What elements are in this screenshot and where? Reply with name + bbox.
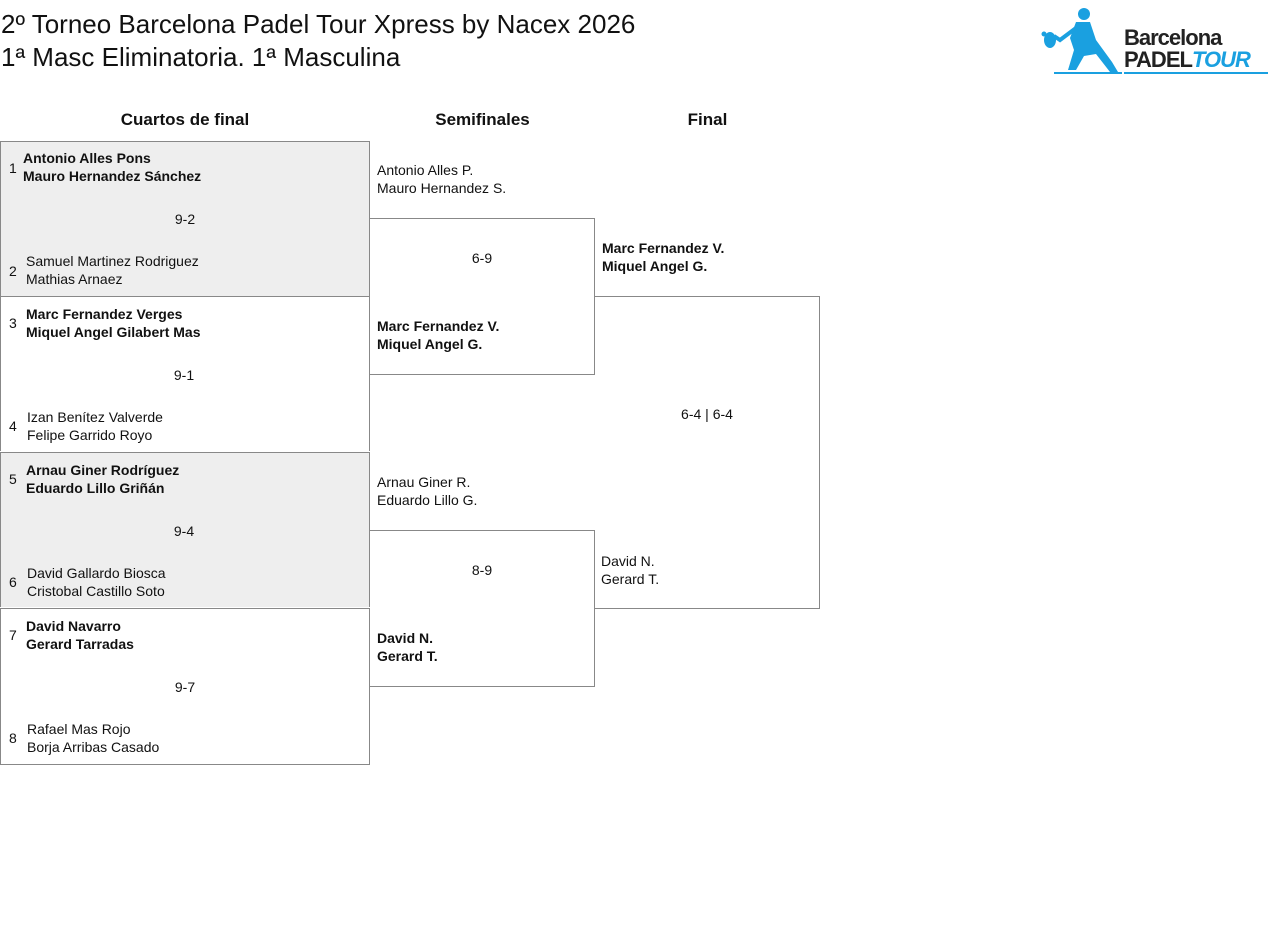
final-team-b: David N.Gerard T. [601, 553, 660, 587]
semifinal-1-team-a: Antonio Alles P.Mauro Hernandez S. [377, 162, 507, 196]
round-header-semifinals: Semifinales [435, 110, 530, 129]
semifinal-2-team-b: David N.Gerard T. [377, 630, 438, 664]
logo-underline [1124, 72, 1268, 74]
padel-player-icon [1041, 8, 1122, 74]
seed-number: 5 [9, 471, 17, 487]
seed-number: 4 [9, 418, 17, 434]
seed-number: 7 [9, 627, 17, 643]
barcelona-padel-tour-logo: Barcelona PADELTOUR [1040, 6, 1270, 76]
semifinal-match-2: 8-9 David N.Gerard T. [370, 530, 595, 687]
seed-number: 8 [9, 730, 17, 746]
seed-number: 3 [9, 315, 17, 331]
semifinal-2-team-a: Arnau Giner R.Eduardo Lillo G. [377, 474, 478, 508]
match-score: 9-2 [174, 211, 196, 227]
seed-number: 6 [9, 574, 17, 590]
match-score: 9-4 [173, 523, 195, 539]
match-score: 8-9 [471, 562, 493, 578]
round-header-final: Final [687, 110, 728, 129]
tournament-title: 2º Torneo Barcelona Padel Tour Xpress by… [1, 9, 636, 39]
seed-number: 1 [9, 160, 17, 176]
match-score: 6-9 [471, 250, 493, 266]
match-score: 9-7 [174, 679, 196, 695]
match-score: 9-1 [173, 367, 195, 383]
final-match: 6-4 | 6-4 David N.Gerard T. [595, 296, 820, 609]
seed-number: 2 [9, 263, 17, 279]
semifinal-match-1: 6-9 Marc Fernandez V.Miquel Angel G. [370, 218, 595, 375]
logo-text-padel-tour: PADELTOUR [1124, 47, 1251, 72]
final-team-a: Marc Fernandez V.Miquel Angel G. [602, 240, 725, 274]
match-score: 6-4 | 6-4 [681, 406, 733, 422]
category-title: 1ª Masc Eliminatoria. 1ª Masculina [1, 42, 401, 72]
logo-text-barcelona: Barcelona [1124, 25, 1222, 50]
round-header-quarterfinals: Cuartos de final [120, 110, 250, 129]
semifinal-1-team-b: Marc Fernandez V.Miquel Angel G. [377, 318, 500, 352]
